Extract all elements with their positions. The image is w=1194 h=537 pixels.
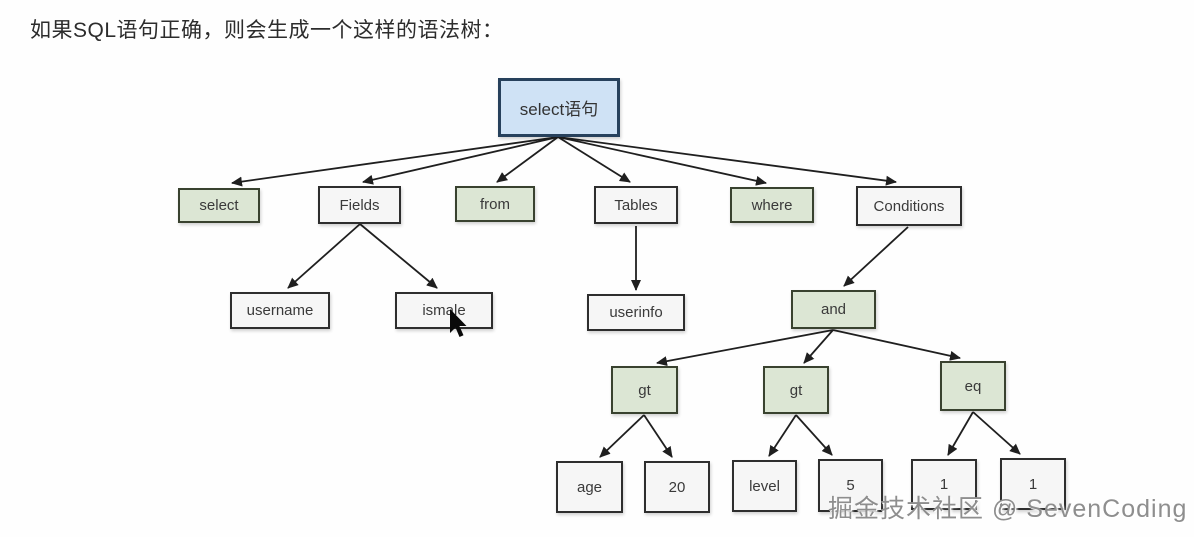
- tree-node-select: select: [178, 188, 260, 223]
- node-label: 1: [939, 476, 949, 493]
- node-label: eq: [964, 377, 982, 395]
- tree-node-ismale: ismale: [395, 292, 493, 329]
- tree-node-value-20: 20: [644, 461, 710, 513]
- node-label: Tables: [614, 196, 658, 214]
- node-label: 1: [1028, 475, 1038, 493]
- tree-node-gt-2: gt: [763, 366, 829, 414]
- node-label: 20: [668, 478, 686, 496]
- page-title: 如果SQL语句正确，则会生成一个这样的语法树：: [30, 19, 504, 42]
- node-label: gt: [789, 381, 803, 399]
- tree-node-and: and: [791, 290, 876, 329]
- tree-node-userinfo: userinfo: [587, 294, 685, 331]
- node-label: Fields: [339, 196, 380, 214]
- tree-node-conditions: Conditions: [856, 186, 962, 226]
- tree-node-eq: eq: [940, 361, 1006, 411]
- node-label: age: [576, 478, 603, 496]
- watermark-text: 掘金技术社区 @ SevenCoding: [828, 495, 1188, 523]
- node-label: ismale: [422, 302, 466, 319]
- node-label: level: [749, 477, 780, 495]
- tree-node-value-1-left: 1: [911, 459, 977, 510]
- tree-node-age: age: [556, 461, 623, 513]
- tree-node-from: from: [455, 186, 535, 222]
- node-label: where: [751, 196, 793, 214]
- node-label: select语句: [519, 100, 599, 119]
- tree-node-gt-1: gt: [611, 366, 678, 414]
- node-label: gt: [638, 381, 651, 399]
- tree-node-select-statement: select语句: [498, 78, 620, 137]
- tree-node-value-1-right: 1: [1000, 458, 1066, 510]
- tree-node-where: where: [730, 187, 814, 223]
- node-label: userinfo: [609, 304, 663, 321]
- node-label: from: [480, 195, 510, 213]
- tree-node-value-5: 5: [818, 459, 883, 512]
- tree-node-username: username: [230, 292, 330, 329]
- tree-node-fields: Fields: [318, 186, 401, 224]
- node-label: and: [820, 301, 847, 318]
- node-label: Conditions: [873, 197, 945, 215]
- tree-node-level: level: [732, 460, 797, 512]
- tree-node-tables: Tables: [594, 186, 678, 224]
- node-label: 5: [846, 477, 855, 494]
- node-label: username: [246, 302, 314, 319]
- node-label: select: [199, 197, 239, 214]
